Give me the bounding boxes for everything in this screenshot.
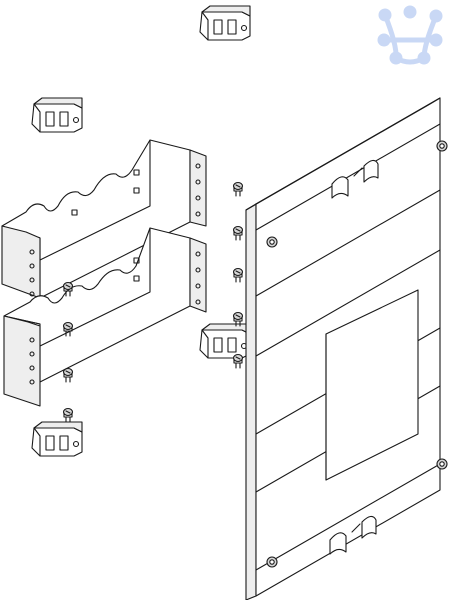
panel-screw (436, 458, 448, 470)
panel-screw (266, 236, 278, 248)
mounting-bracket-lower (3, 227, 207, 407)
screw (62, 321, 74, 337)
screw (62, 367, 74, 383)
mounting-clip-lower-left (31, 421, 83, 457)
mounting-clip-top (199, 5, 251, 41)
screw (232, 311, 244, 327)
mounting-clip-middle (199, 323, 251, 359)
screw (232, 225, 244, 241)
screw (62, 407, 74, 423)
screws (62, 181, 244, 423)
mounting-clip-upper-left (31, 97, 83, 133)
mounting-bracket-upper (1, 139, 207, 299)
panel-screw (266, 556, 278, 568)
screw (62, 281, 74, 297)
hinge-bottom (329, 515, 377, 555)
screw (232, 181, 244, 197)
hinge-top (331, 159, 379, 199)
panel-screw (436, 140, 448, 152)
screw (232, 267, 244, 283)
screw (232, 353, 244, 369)
front-panel (245, 97, 448, 600)
network-nodes-icon (377, 5, 443, 65)
